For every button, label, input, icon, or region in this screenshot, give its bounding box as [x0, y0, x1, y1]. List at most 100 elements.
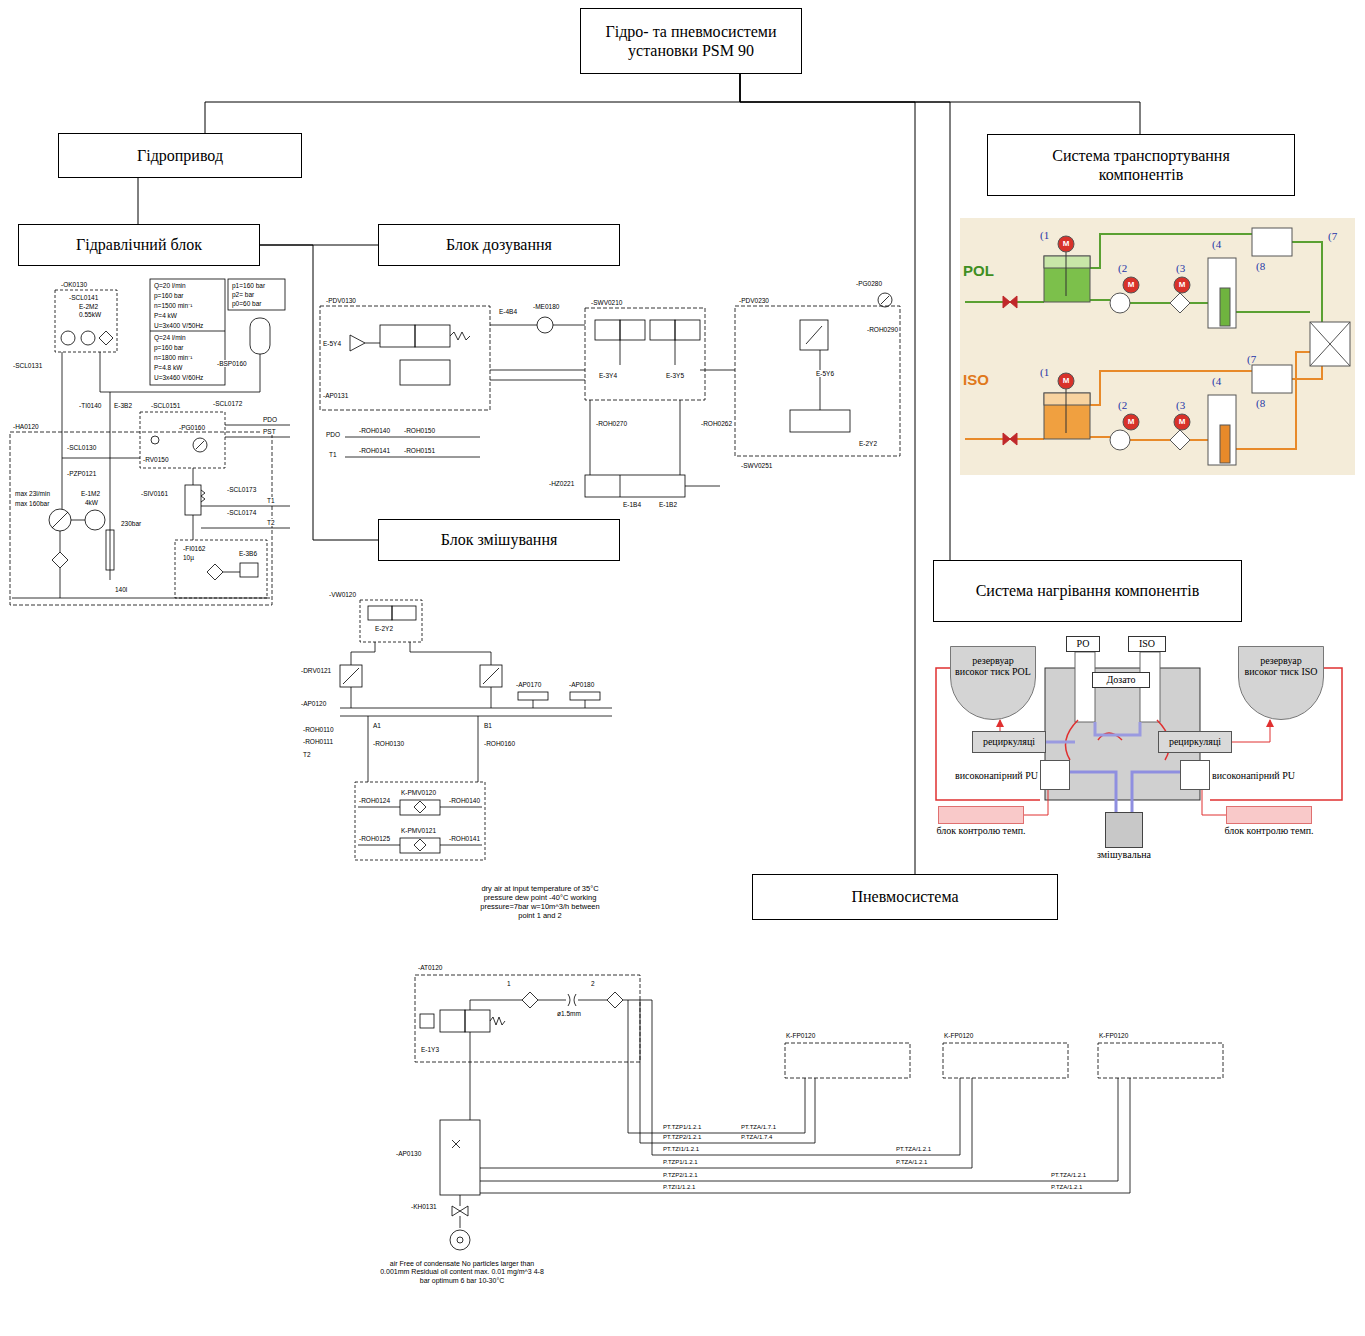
part-label: -PDV0130 — [325, 297, 357, 304]
part-label: -SCL0172 — [212, 400, 243, 407]
part-label: K-FP0120 — [943, 1032, 974, 1039]
part-label: -ROH0140 — [448, 797, 481, 804]
part-label: PT.TZP2/1.2.1 — [662, 1134, 702, 1141]
part-label: -AT0120 — [417, 964, 443, 971]
part-label: -PZP0121 — [66, 470, 97, 477]
part-label: -SIV0161 — [140, 490, 169, 497]
callout-number: (3 — [1176, 262, 1185, 274]
part-label: -SCL0173 — [226, 486, 257, 493]
dosing-port-box: PO — [1066, 636, 1100, 652]
part-label: 10µ — [182, 554, 195, 561]
part-label: T2 — [302, 751, 312, 758]
node-text: резервуар високог тиск ISO — [1243, 655, 1319, 677]
part-label: P.TZA/1.2.1 — [895, 1159, 928, 1166]
connector — [1132, 772, 1180, 812]
part-label: -ROH0124 — [358, 797, 391, 804]
part-label: -ROH0141 — [358, 447, 391, 454]
part-label: E-2Y2 — [858, 440, 878, 447]
node-text: Система нагрівання компонентів — [976, 581, 1200, 600]
part-label: -PDV0230 — [738, 297, 770, 304]
part-label: 2 — [590, 980, 596, 987]
part-label: -ROH0290 — [866, 326, 899, 333]
part-label: -ROH0262 — [700, 420, 733, 427]
part-label: A1 — [372, 722, 382, 729]
part-label: 140l — [114, 586, 128, 593]
part-label: -HZ0221 — [548, 480, 575, 487]
part-label: -ROH0125 — [358, 835, 391, 842]
part-label: -SCL0131 — [12, 362, 43, 369]
part-label: E-4B4 — [498, 308, 518, 315]
node-text: Гідропривод — [137, 146, 223, 165]
part-label: E-3B6 — [238, 550, 258, 557]
category-box: Система нагрівання компонентів — [933, 560, 1242, 622]
part-label: max 23l/min — [14, 490, 51, 497]
part-label: Q=20 l/min — [153, 282, 187, 289]
pump-box: високонапірний PU — [1040, 760, 1070, 790]
connector — [1070, 772, 1116, 812]
part-label: -ROH0270 — [595, 420, 628, 427]
node-text: PO — [1077, 639, 1090, 649]
category-box: Блок дозування — [378, 224, 620, 266]
part-label: U=3x400 V/50Hz — [153, 322, 204, 329]
callout-number: (1 — [1040, 229, 1049, 241]
part-label: PT.TZI1/1.2.1 — [662, 1146, 700, 1153]
node-text: Гідравлічний блок — [76, 235, 202, 254]
node-caption: змішувальна — [1097, 849, 1151, 860]
category-box: Гідро- та пневмосистеми установки PSM 90 — [580, 8, 802, 74]
part-label: -SWV0251 — [740, 462, 773, 469]
pump-box: високонапірний PU — [1180, 760, 1210, 790]
category-box: Пневмосистема — [752, 874, 1058, 920]
recirculation-box: рециркуляці — [1158, 731, 1232, 753]
temperature-control-box: блок контролю темп. — [938, 806, 1024, 824]
part-label: -AP0170 — [515, 681, 542, 688]
part-label: p=160 bar — [153, 344, 184, 351]
part-label: p2= bar — [231, 291, 255, 298]
callout-number: (1 — [1040, 366, 1049, 378]
node-text: Пневмосистема — [852, 887, 959, 906]
connector — [1024, 790, 1048, 815]
part-label: E-1Y3 — [420, 1046, 440, 1053]
part-label: -AP0130 — [395, 1150, 422, 1157]
part-label: n=1800 min⁻¹ — [153, 354, 193, 361]
category-box: Система транспортування компонентів — [987, 134, 1295, 196]
node-text: Блок дозування — [446, 235, 552, 254]
part-label: -SCL0130 — [66, 444, 97, 451]
part-label: T1 — [266, 497, 276, 504]
part-label: E-1B4 — [622, 501, 642, 508]
callout-number: (2 — [1118, 399, 1127, 411]
connector — [740, 74, 1140, 134]
tank-shape: резервуар високог тиск POL — [950, 646, 1036, 720]
node-text: Гідро- та пневмосистеми установки PSM 90 — [585, 22, 797, 60]
part-label: 1 — [506, 980, 512, 987]
part-label: 230bar — [120, 520, 142, 527]
part-label: -AP0120 — [300, 700, 327, 707]
part-label: -VW0120 — [328, 591, 357, 598]
part-label: PDO — [325, 431, 341, 438]
mixing-head-box: змішувальна — [1105, 812, 1143, 848]
callout-number: (4 — [1212, 375, 1221, 387]
node-text: Дозато — [1106, 675, 1135, 685]
node-caption: блок контролю темп. — [1224, 825, 1313, 836]
part-label: P.TZA/1.7.4 — [740, 1134, 773, 1141]
part-label: E-1B2 — [658, 501, 678, 508]
node-text: рециркуляці — [1169, 737, 1221, 747]
part-label: ø1.5mm — [556, 1010, 582, 1017]
part-label: -ROH0160 — [483, 740, 516, 747]
motor-symbol: M — [1179, 418, 1186, 426]
node-text: рециркуляці — [983, 737, 1035, 747]
motor-symbol: M — [1128, 418, 1135, 426]
category-box: Гідропривод — [58, 133, 302, 178]
part-label: -FI0162 — [182, 545, 206, 552]
connector — [1232, 720, 1270, 742]
callout-number: (8 — [1256, 260, 1265, 272]
callout-number: (4 — [1212, 238, 1221, 250]
part-label: p0=60 bar — [231, 300, 262, 307]
part-label: -SCL0174 — [226, 509, 257, 516]
part-label: 4kW — [84, 499, 99, 506]
node-text: Система транспортування компонентів — [1028, 146, 1254, 184]
part-label: P=4 kW — [153, 312, 178, 319]
part-label: PT.TZA/1.7.1 — [740, 1124, 777, 1131]
motor-symbol: M — [1128, 281, 1135, 289]
part-label: U=3x460 V/60Hz — [153, 374, 204, 381]
